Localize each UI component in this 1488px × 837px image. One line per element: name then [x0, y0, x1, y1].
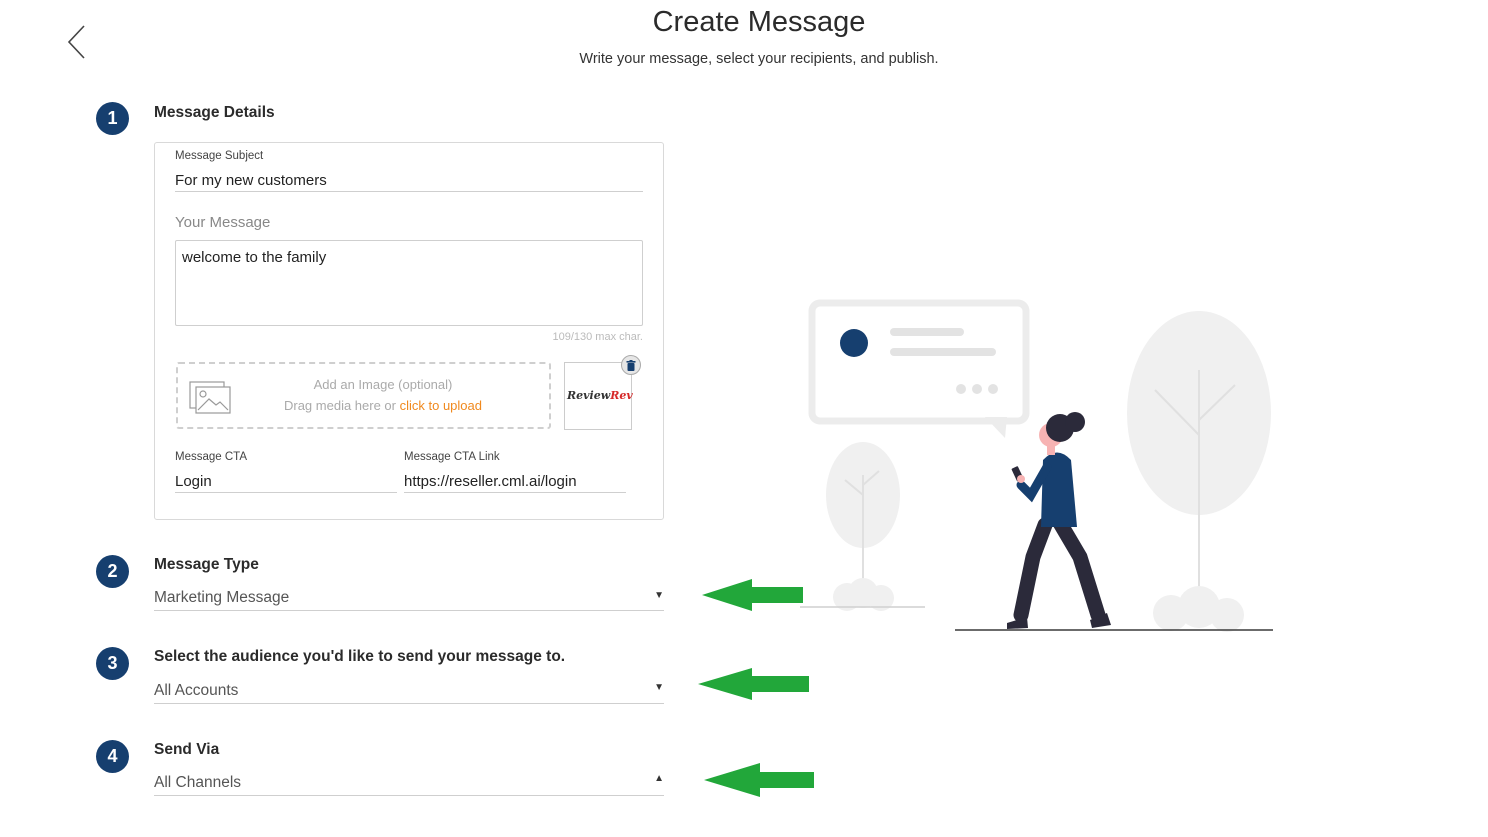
messaging-illustration [800, 299, 1273, 632]
chevron-down-icon: ▼ [654, 682, 664, 693]
chevron-down-icon: ▼ [654, 590, 664, 601]
subject-label: Message Subject [175, 150, 264, 162]
send-via-select[interactable]: All Channels ▲ [154, 773, 664, 796]
page-subtitle: Write your message, select your recipien… [579, 51, 939, 67]
image-thumbnail: ReviewRev [564, 362, 633, 430]
message-textarea[interactable]: welcome to the family [175, 240, 643, 326]
step-1-title: Message Details [154, 104, 275, 121]
message-label: Your Message [175, 214, 271, 231]
subject-input[interactable] [175, 169, 643, 192]
cta-input[interactable] [175, 470, 397, 493]
logo-rev: Rev [610, 389, 633, 402]
cta-link-input[interactable] [404, 470, 626, 493]
back-button[interactable] [62, 22, 92, 62]
cta-label: Message CTA [175, 451, 248, 463]
cta-link-label: Message CTA Link [404, 451, 500, 463]
step-1-badge: 1 [96, 102, 129, 135]
chevron-up-icon: ▲ [654, 773, 664, 784]
audience-select[interactable]: All Accounts ▼ [154, 681, 664, 704]
step-2-badge: 2 [96, 555, 129, 588]
trash-icon [626, 359, 636, 371]
message-details-card: Message Subject Your Message welcome to … [154, 142, 664, 520]
send-via-value: All Channels [154, 774, 242, 791]
step-3-title: Select the audience you'd like to send y… [154, 648, 566, 665]
step-4-title: Send Via [154, 741, 220, 758]
image-dropzone[interactable]: Add an Image (optional) Drag media here … [176, 362, 551, 429]
audience-value: All Accounts [154, 682, 239, 699]
image-icon [189, 381, 231, 414]
annotation-arrow-icon [698, 668, 809, 700]
chevron-left-icon [67, 25, 85, 59]
annotation-arrow-icon [704, 763, 814, 797]
page-title: Create Message [652, 6, 866, 38]
remove-image-button[interactable] [621, 355, 641, 375]
step-2-title: Message Type [154, 556, 259, 573]
image-dropzone-title: Add an Image (optional) [313, 377, 453, 392]
reviewrev-logo: ReviewRev [567, 389, 633, 402]
drag-text: Drag media here or [283, 398, 396, 413]
logo-review: Review [567, 389, 611, 402]
image-dropzone-hint: Drag media here or click to upload [238, 398, 528, 413]
step-4-badge: 4 [96, 740, 129, 773]
step-3-badge: 3 [96, 647, 129, 680]
upload-link[interactable]: click to upload [399, 398, 482, 413]
message-type-value: Marketing Message [154, 589, 290, 606]
message-type-select[interactable]: Marketing Message ▼ [154, 588, 664, 611]
annotation-arrow-icon [702, 579, 803, 611]
char-count: 109/130 max char. [552, 331, 643, 343]
